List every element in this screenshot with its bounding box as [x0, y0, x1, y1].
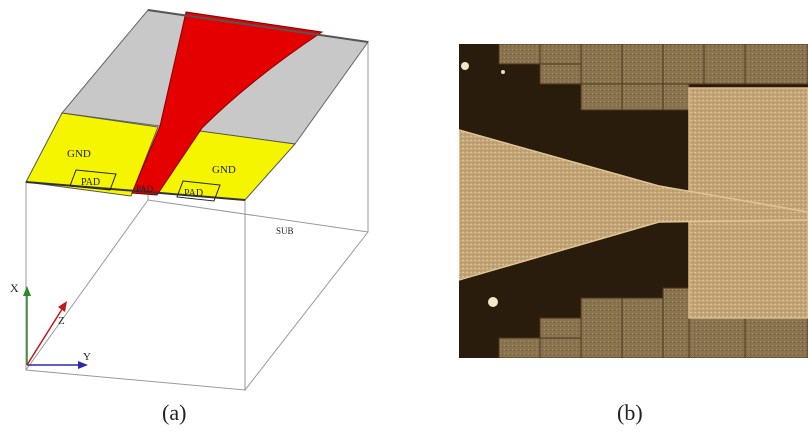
signal-line-taper — [131, 11, 324, 196]
dust-speck — [461, 62, 469, 70]
substrate-label: SUB — [276, 226, 294, 236]
dust-speck — [501, 70, 505, 74]
svg-text:PAD: PAD — [184, 188, 203, 199]
dust-speck — [488, 297, 498, 307]
svg-text:PAD: PAD — [81, 177, 100, 188]
caption-a: (a) — [162, 400, 187, 425]
caption-b: (b) — [617, 400, 643, 425]
ground-pad-upper — [688, 87, 808, 213]
top-edge — [147, 9, 369, 43]
axes-triad: X Y Z — [10, 281, 91, 369]
svg-text:PAD: PAD — [136, 184, 154, 194]
axis-x-label: X — [10, 281, 19, 295]
microscope-image — [459, 44, 808, 358]
tapered-signal-conductor — [459, 129, 808, 281]
gnd-left-label: GND — [67, 148, 91, 160]
pad-center: PAD — [136, 184, 154, 194]
front-edge — [25, 181, 246, 201]
gnd-left-region — [25, 112, 159, 197]
axis-z-label: Z — [58, 315, 65, 327]
gnd-right-label: GND — [212, 164, 236, 176]
ground-pad-lower — [688, 219, 808, 319]
pad-right: PAD — [176, 180, 221, 202]
axis-y-label: Y — [83, 351, 91, 363]
mesh-ground-top — [498, 44, 808, 111]
3d-model-diagram: GND GND PAD PAD PAD SUB X Y Z — [10, 9, 369, 392]
mesh-ground-bottom — [498, 287, 808, 358]
pad-left: PAD — [69, 169, 117, 191]
